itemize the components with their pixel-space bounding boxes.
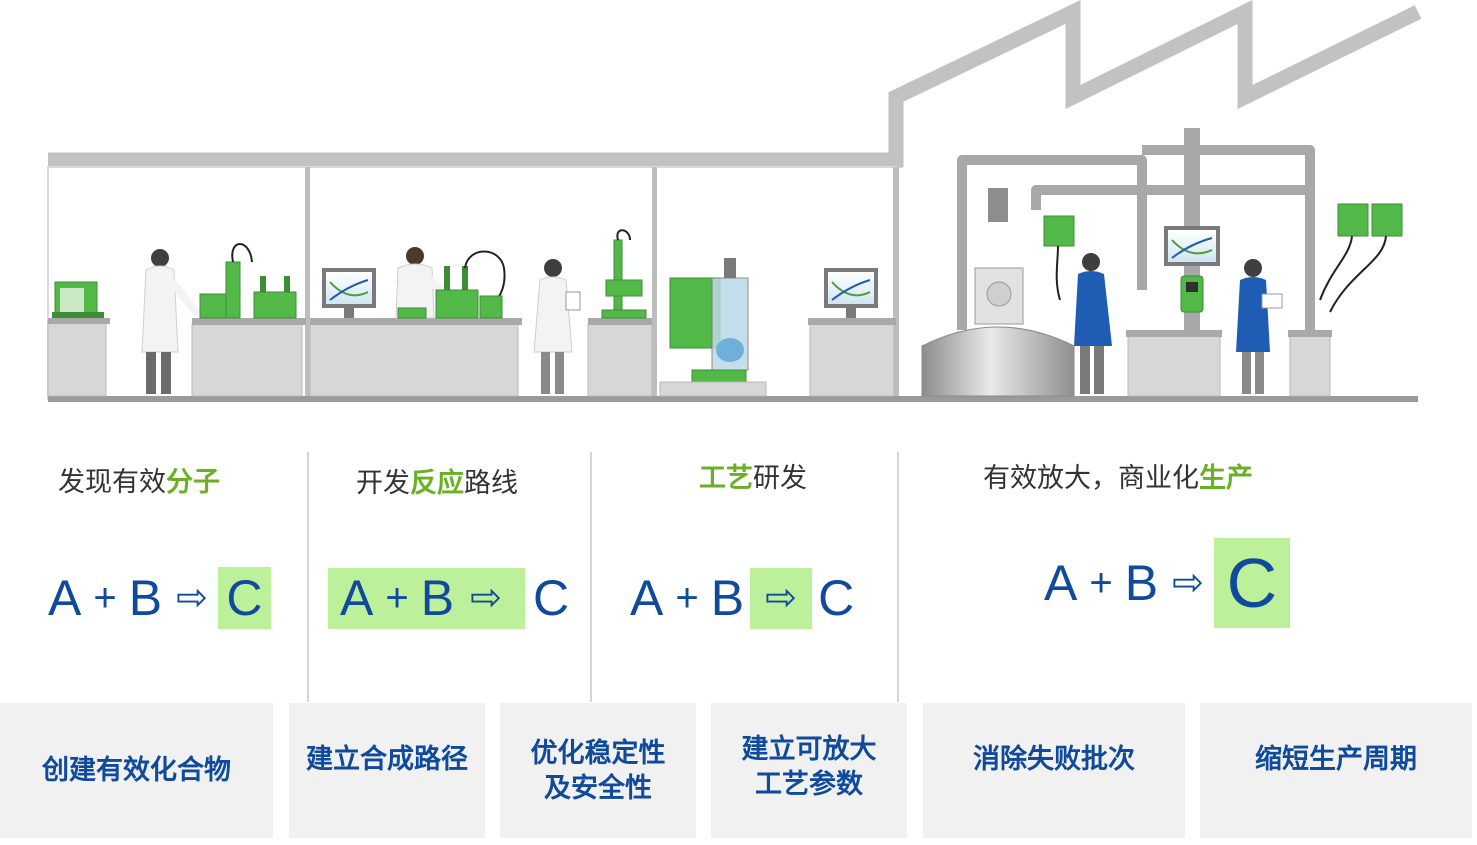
benefit-box: 建立合成路径 — [289, 703, 485, 838]
lab-section-process — [659, 258, 896, 397]
monitor-trend-icon — [1164, 226, 1220, 266]
inline-analyzer-icon — [1180, 275, 1204, 313]
monitor-trend-icon — [824, 268, 878, 318]
highlight-box-reaction: ⇨ — [750, 567, 813, 629]
operator-female-figure-icon — [1236, 259, 1283, 394]
stage-title-route: 开发反应路线 — [356, 468, 518, 499]
wall-transmitter-pair-icon — [1319, 203, 1403, 313]
synthesis-workstation-icon — [199, 243, 297, 319]
reactor-workstation-icon — [397, 250, 506, 319]
stage-title-discovery: 发现有效分子 — [58, 467, 220, 498]
lab-section-discovery — [47, 243, 306, 397]
wall-transmitter-icon — [1043, 215, 1075, 301]
balance-instrument-icon — [52, 281, 104, 318]
equation-production: A + B ⇨ C — [1044, 538, 1290, 628]
benefit-box: 消除失败批次 — [923, 703, 1185, 838]
production-reactor-icon — [921, 188, 1075, 397]
benefit-box: 优化稳定性及安全性 — [500, 703, 696, 838]
scientist-figure-icon — [141, 249, 200, 394]
equation-process: A + B ⇨ C — [630, 566, 854, 630]
titration-stand-icon — [601, 229, 647, 319]
monitor-trend-icon — [322, 268, 376, 318]
scientist-female-figure-icon — [533, 259, 581, 394]
benefit-box: 缩短生产周期 — [1200, 703, 1472, 838]
column-divider — [897, 452, 899, 702]
lab-section-route — [309, 229, 653, 397]
stage-title-production: 有效放大，商业化生产 — [983, 463, 1253, 494]
lab-reactor-icon — [669, 258, 749, 383]
benefit-box: 建立可放大工艺参数 — [711, 703, 907, 838]
building-outline — [47, 0, 1422, 402]
highlight-box-reactants: A + B ⇨ — [328, 567, 525, 629]
stage-title-process: 工艺研发 — [699, 463, 807, 494]
lab-to-plant-illustration — [47, 0, 1422, 402]
benefit-box: 创建有效化合物 — [0, 703, 273, 838]
column-divider — [590, 452, 592, 702]
highlight-box-product: C — [217, 567, 271, 629]
equation-discovery: A + B ⇨ C — [48, 566, 271, 630]
column-divider — [307, 452, 309, 702]
plant-section-production — [921, 128, 1403, 397]
equation-route: A + B ⇨ C — [328, 566, 569, 630]
operator-figure-icon — [1074, 253, 1112, 394]
highlight-box-product-scaled: C — [1213, 538, 1290, 628]
